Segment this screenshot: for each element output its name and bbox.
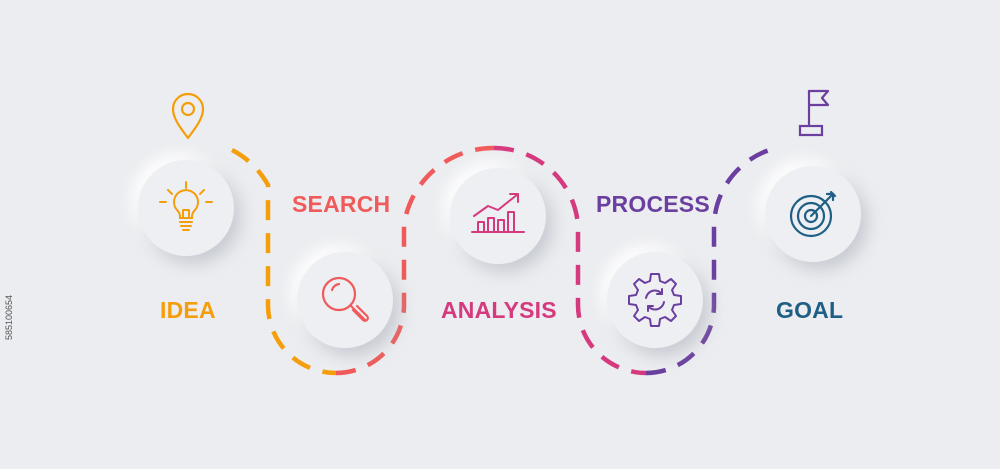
process-circle — [607, 252, 703, 348]
analysis-circle — [450, 168, 546, 264]
path-arc-analysis — [493, 145, 647, 376]
step-label-idea: IDEA — [160, 297, 216, 323]
path-arc-process — [645, 145, 777, 376]
flag-icon — [798, 89, 830, 137]
growth-chart-icon — [471, 193, 525, 233]
step-label-goal: GOAL — [776, 297, 844, 323]
path-arc-search — [335, 145, 495, 376]
step-label-analysis: ANALYSIS — [441, 297, 557, 323]
location-pin-icon — [171, 92, 205, 140]
goal-circle — [765, 166, 861, 262]
magnifier-icon — [321, 276, 369, 322]
target-icon — [789, 190, 837, 238]
gear-icon — [628, 273, 682, 327]
step-label-process: PROCESS — [596, 191, 710, 217]
lightbulb-icon — [159, 181, 213, 231]
step-label-search: SEARCH — [292, 191, 391, 217]
stock-id: 585100654 — [4, 294, 14, 340]
search-circle — [297, 252, 393, 348]
idea-circle — [138, 160, 234, 256]
